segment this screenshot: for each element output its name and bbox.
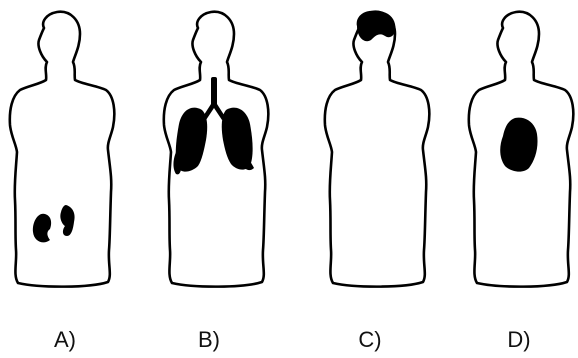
figure-d [469,12,574,287]
lungs-organ [173,77,254,174]
figure-c [325,11,430,287]
human-silhouette-a [10,12,115,287]
figure-a [10,12,115,287]
heart-organ [500,118,537,172]
kidneys-organ [33,205,75,242]
panel-label-b: B) [179,328,239,352]
panel-label-d: D) [489,328,549,352]
panel-label-a: A) [35,328,95,352]
human-silhouette-c [325,12,430,287]
panel-label-c: C) [340,328,400,352]
brain-organ [357,11,396,41]
figure-b [164,12,269,287]
